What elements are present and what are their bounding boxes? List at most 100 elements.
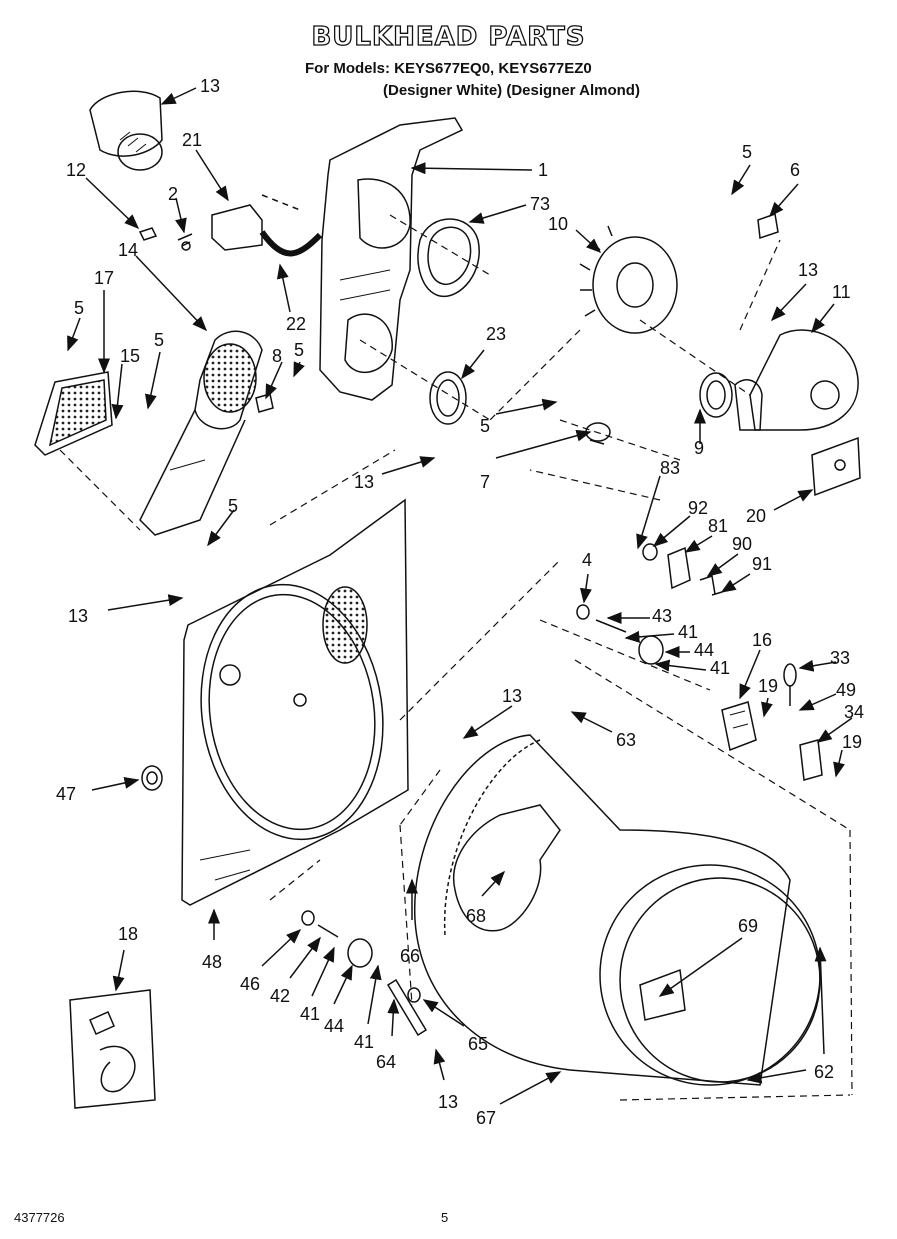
model-list: For Models: KEYS677EQ0, KEYS677EZ0 <box>305 60 592 77</box>
callout-14: 14 <box>118 240 138 260</box>
callout-11: 11 <box>832 282 851 302</box>
callout-69: 69 <box>738 916 758 936</box>
front-bulkhead-part-48 <box>181 498 409 906</box>
callout-22: 22 <box>286 314 306 334</box>
callout-63: 63 <box>616 730 636 750</box>
assembly-lines <box>59 214 853 1101</box>
clip-part-12 <box>138 227 158 241</box>
callout-7: 7 <box>480 472 490 492</box>
terminal-block-part-16 <box>721 701 757 752</box>
callout-47: 47 <box>56 784 76 804</box>
idler-part-81-90-91-92 <box>642 543 723 596</box>
clip-part-8 <box>255 393 274 413</box>
callout-49: 49 <box>836 680 856 700</box>
screw-part-2 <box>177 233 193 251</box>
callout-13b: 13 <box>354 472 374 492</box>
callout-46: 46 <box>240 974 260 994</box>
nut-part-47 <box>141 765 163 791</box>
callout-44a: 44 <box>694 640 714 660</box>
roller-part-42-44-46 <box>301 910 373 968</box>
harness-part-21-22 <box>211 194 323 257</box>
callout-5b: 5 <box>154 330 164 350</box>
callout-41c: 41 <box>300 1004 320 1024</box>
thermostat-part-7 <box>585 422 611 445</box>
callout-labels: 13 21 12 2 14 17 5 5 15 8 5 5 22 1 73 23… <box>56 76 864 1128</box>
color-list: (Designer White) (Designer Almond) <box>383 82 640 99</box>
callout-92: 92 <box>688 498 708 518</box>
callout-42: 42 <box>270 986 290 1006</box>
callout-18: 18 <box>118 924 138 944</box>
callout-16: 16 <box>752 630 772 650</box>
callout-67: 67 <box>476 1108 496 1128</box>
bracket-part-34 <box>799 739 823 781</box>
callout-4: 4 <box>582 550 592 570</box>
callout-83: 83 <box>660 458 680 478</box>
document-code: 4377726 <box>14 1210 65 1225</box>
callout-5a: 5 <box>74 298 84 318</box>
callout-5d: 5 <box>228 496 238 516</box>
kit-part-18 <box>69 989 156 1109</box>
callout-19b: 19 <box>842 732 862 752</box>
drum-part-67 <box>414 734 821 1086</box>
callout-23: 23 <box>486 324 506 344</box>
callout-65: 65 <box>468 1034 488 1054</box>
callout-19a: 19 <box>758 676 778 696</box>
callout-13d: 13 <box>502 686 522 706</box>
callout-62: 62 <box>814 1062 834 1082</box>
lint-filter-part-17 <box>34 371 113 456</box>
grille-part-14 <box>139 330 263 536</box>
page-title: BULKHEAD PARTS <box>311 21 586 52</box>
callout-90: 90 <box>732 534 752 554</box>
roller-axle-part-64 <box>386 978 428 1037</box>
seal-part-9 <box>699 372 733 418</box>
callout-68: 68 <box>466 906 486 926</box>
callout-34: 34 <box>844 702 864 722</box>
callout-arrows <box>67 87 853 1105</box>
bracket-part-6 <box>757 212 779 240</box>
callout-41b: 41 <box>710 658 730 678</box>
duct-bulkhead-part-1 <box>319 117 464 401</box>
callout-21: 21 <box>182 130 202 150</box>
gasket-part-73 <box>417 218 480 298</box>
callout-64: 64 <box>376 1052 396 1072</box>
washer-part-65 <box>407 987 421 1003</box>
callout-73: 73 <box>530 194 550 214</box>
callout-44b: 44 <box>324 1016 344 1036</box>
callout-9: 9 <box>694 438 704 458</box>
seal-part-23 <box>429 371 467 425</box>
callout-2: 2 <box>168 184 178 204</box>
callout-66: 66 <box>400 946 420 966</box>
callout-20: 20 <box>746 506 766 526</box>
blower-housing-part-11 <box>734 329 859 431</box>
callout-17: 17 <box>94 268 114 288</box>
callout-48: 48 <box>202 952 222 972</box>
blower-wheel-part-10 <box>579 225 678 334</box>
duct-part-3 <box>89 90 163 171</box>
sensor-part-33-49 <box>783 663 797 706</box>
callout-15: 15 <box>120 346 140 366</box>
roller-part-43-44 <box>576 604 664 665</box>
baffle-part-69 <box>639 968 686 1021</box>
page-number: 5 <box>441 1210 449 1225</box>
callout-5e: 5 <box>742 142 752 162</box>
callout-81: 81 <box>708 516 728 536</box>
callout-41d: 41 <box>354 1032 374 1052</box>
callout-13a: 13 <box>798 260 818 280</box>
callout-5c: 5 <box>294 340 304 360</box>
label-part-20 <box>811 436 861 497</box>
baffle-part-68 <box>453 804 561 932</box>
callout-33: 33 <box>830 648 850 668</box>
callout-5f: 5 <box>480 416 490 436</box>
callout-41a: 41 <box>678 622 698 642</box>
callout-6: 6 <box>790 160 800 180</box>
callout-3: 13 <box>200 76 220 96</box>
callout-43: 43 <box>652 606 672 626</box>
callout-13e: 13 <box>438 1092 458 1112</box>
callout-13c: 13 <box>68 606 88 626</box>
callout-12: 12 <box>66 160 86 180</box>
callout-8: 8 <box>272 346 282 366</box>
callout-91: 91 <box>752 554 772 574</box>
callout-1: 1 <box>538 160 548 180</box>
callout-10: 10 <box>548 214 568 234</box>
